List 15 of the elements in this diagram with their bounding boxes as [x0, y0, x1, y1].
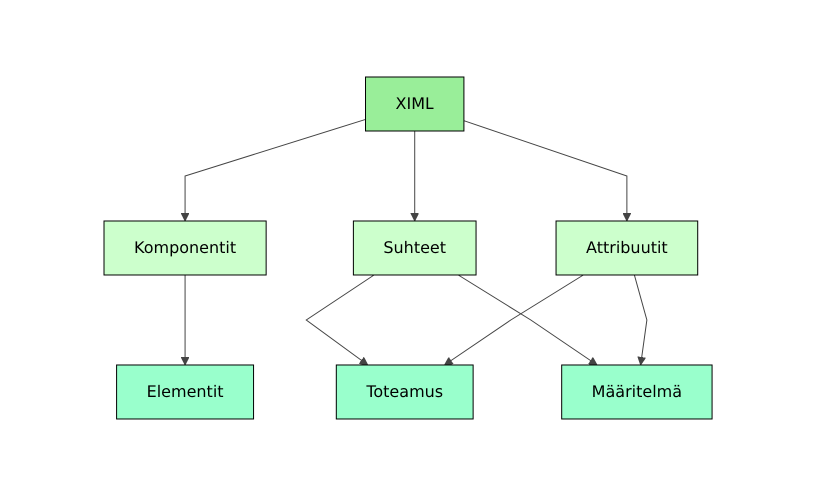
- node-box: XIML: [365, 76, 465, 132]
- arrow: [306, 274, 375, 366]
- arrow: [464, 120, 632, 222]
- node-box: Määritelmä: [562, 364, 714, 420]
- arrow: [634, 274, 648, 366]
- arrow: [444, 274, 584, 366]
- arrow: [181, 118, 366, 222]
- node-box: Elementit: [116, 364, 254, 420]
- arrow: [458, 274, 598, 366]
- node-box: Toteamus: [336, 364, 474, 420]
- node-box: Suhteet: [353, 220, 477, 276]
- arrow: [181, 274, 190, 366]
- node-box: Komponentit: [104, 220, 268, 276]
- node-box: Attribuutit: [556, 220, 699, 276]
- arrow: [410, 130, 420, 222]
